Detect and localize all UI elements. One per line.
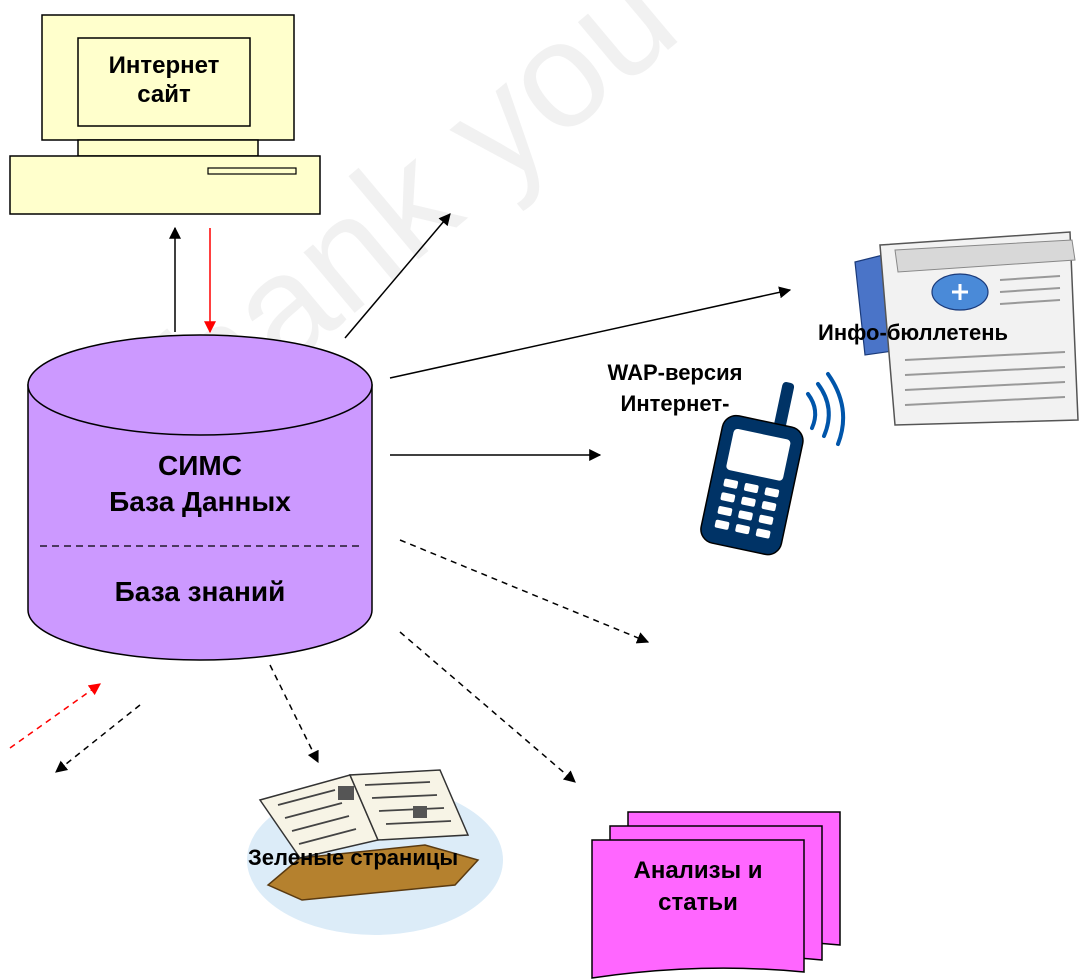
- newspaper-icon: [854, 231, 1079, 426]
- arrow-db-to-newsletter: [389, 286, 792, 379]
- computer-label: Интернет сайт: [88, 52, 240, 110]
- wap-label-line1: WAP-версия: [607, 360, 743, 385]
- arrow-db-to-analyses: [399, 631, 576, 783]
- open-book-icon: [247, 769, 503, 935]
- computer-icon: [9, 14, 321, 215]
- database-icon: [27, 334, 373, 661]
- connector-arrows: [9, 213, 792, 783]
- arrow-db-dashed-right: [399, 539, 650, 644]
- database-title-line1: СИМС: [158, 450, 242, 481]
- arrow-db-upright: [344, 213, 451, 339]
- computer-label-line1: Интернет: [108, 52, 220, 79]
- database-title-line2: База Данных: [109, 486, 291, 518]
- wap-label: WAP-версия Интернет-: [570, 358, 780, 420]
- documents-icon: [591, 811, 841, 979]
- arrow-db-dashed-left: [55, 704, 141, 773]
- arrow-red-dashed-to-db: [9, 683, 101, 749]
- analyses-label-line1: Анализы и: [633, 857, 763, 884]
- wap-label-line2: Интернет-: [620, 390, 730, 416]
- computer-label-line2: сайт: [137, 80, 191, 108]
- signal-waves-icon: [806, 372, 846, 446]
- database-subtitle: База знаний: [114, 576, 286, 607]
- mobile-phone-icon: [700, 372, 846, 556]
- arrow-db-to-yellow-pages: [269, 664, 319, 764]
- database-title: СИМС База Данных: [50, 448, 350, 521]
- analyses-label-line2: статьи: [658, 889, 738, 917]
- yellow-pages-label: Зеленые страницы: [248, 845, 459, 870]
- analyses-label: Анализы и статьи: [608, 855, 788, 920]
- newsletter-label: Инфо-бюллетень: [818, 320, 1009, 345]
